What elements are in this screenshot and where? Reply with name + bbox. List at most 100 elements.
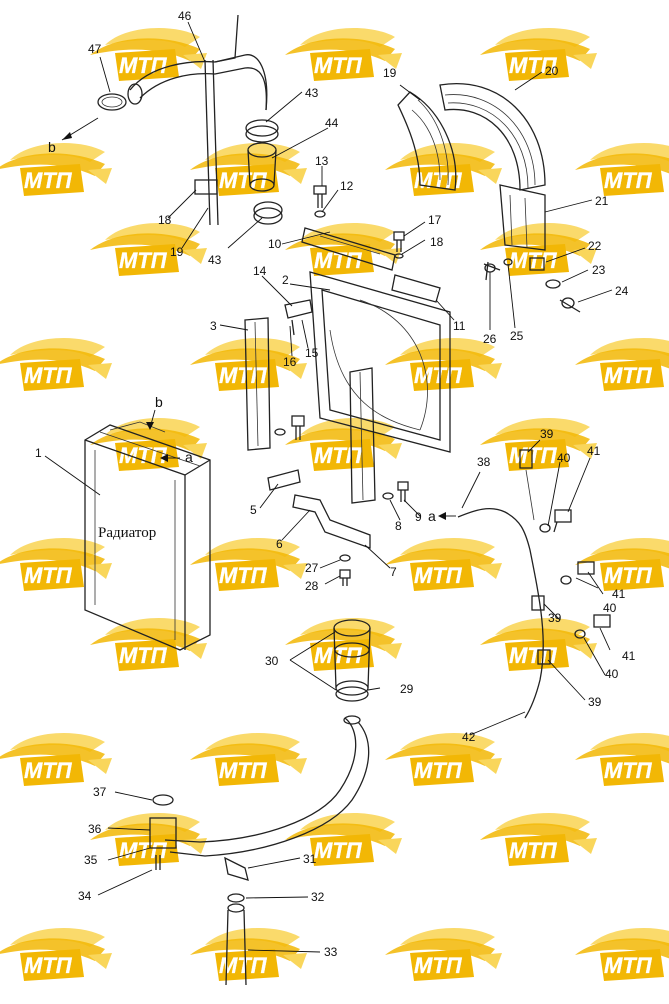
ref-arrows	[61, 117, 456, 520]
callout-numbers: 46 47 43 44 13 12 18 19 43 10 17 18 11 1…	[35, 9, 636, 959]
callout-16: 16	[283, 355, 297, 369]
watermark-text: МТП	[219, 758, 268, 783]
lower-pipe	[149, 715, 370, 881]
callout-43: 43	[305, 86, 319, 100]
callout-27: 27	[305, 561, 319, 575]
bracket-6	[292, 494, 371, 549]
callout-41: 41	[612, 587, 626, 601]
callout-39: 39	[540, 427, 554, 441]
callout-33: 33	[324, 945, 338, 959]
callout-17: 17	[428, 213, 442, 227]
callout-40: 40	[603, 601, 617, 615]
hose-support-rod	[194, 59, 219, 226]
ref-letter-b: b	[48, 139, 56, 155]
leader-lines	[44, 21, 613, 953]
callout-26: 26	[483, 332, 497, 346]
watermark-text: МТП	[604, 953, 653, 978]
callout-28: 28	[305, 579, 319, 593]
callout-20: 20	[545, 64, 559, 78]
callout-19: 19	[383, 66, 397, 80]
callout-34: 34	[78, 889, 92, 903]
drain-tube-33	[225, 893, 247, 986]
callout-37: 37	[93, 785, 107, 799]
callout-46: 46	[178, 9, 192, 23]
watermark-text: МТП	[219, 563, 268, 588]
callout-44: 44	[325, 116, 339, 130]
tube-42	[457, 449, 551, 719]
callout-42: 42	[462, 730, 476, 744]
watermark-text: МТП	[509, 53, 558, 78]
radiator-1	[84, 421, 211, 651]
bolt-13	[313, 185, 327, 218]
watermark-text: МТП	[314, 248, 363, 273]
callout-36: 36	[88, 822, 102, 836]
watermark-text: МТП	[509, 838, 558, 863]
watermark-text: МТП	[509, 443, 558, 468]
watermark-text: МТП	[119, 53, 168, 78]
watermark-text: МТП	[604, 168, 653, 193]
callout-29: 29	[400, 682, 414, 696]
callout-1: 1	[35, 446, 42, 460]
bolt-8-9	[382, 481, 409, 502]
callout-6: 6	[276, 537, 283, 551]
watermark-text: МТП	[119, 443, 168, 468]
hose-29	[333, 619, 371, 702]
callout-39: 39	[548, 611, 562, 625]
bracket-14	[284, 299, 313, 336]
callout-41: 41	[587, 444, 601, 458]
fan-guard-20	[439, 83, 546, 191]
callout-5: 5	[250, 503, 257, 517]
callout-47: 47	[88, 42, 102, 56]
fan-guard-19	[397, 91, 457, 191]
callout-35: 35	[84, 853, 98, 867]
watermark-text: МТП	[314, 838, 363, 863]
callout-31: 31	[303, 852, 317, 866]
callout-18: 18	[158, 213, 172, 227]
ref-letter-b: b	[155, 394, 163, 410]
watermark-text: МТП	[219, 168, 268, 193]
callout-32: 32	[311, 890, 325, 904]
callout-14: 14	[253, 264, 267, 278]
callout-39: 39	[588, 695, 602, 709]
callout-38: 38	[477, 455, 491, 469]
watermark-text: МТП	[24, 953, 73, 978]
callout-15: 15	[305, 346, 319, 360]
watermark-text: МТП	[414, 563, 463, 588]
watermark-text: МТП	[604, 563, 653, 588]
callout-7: 7	[390, 565, 397, 579]
ref-letter-a: a	[428, 508, 436, 524]
watermark-text: МТП	[119, 643, 168, 668]
bolt-washer-mid	[274, 415, 305, 440]
callout-11: 11	[453, 319, 466, 333]
watermark-text: МТП	[414, 758, 463, 783]
hose-clamp-47	[97, 93, 127, 111]
fasteners-22-26	[483, 257, 581, 313]
callout-8: 8	[395, 519, 402, 533]
hose-clamps-43	[245, 119, 283, 225]
watermark-text: МТП	[604, 758, 653, 783]
watermark-text: МТП	[414, 953, 463, 978]
callout-43: 43	[208, 253, 222, 267]
watermark-text: МТП	[24, 563, 73, 588]
watermark-text: МТП	[314, 443, 363, 468]
callout-41: 41	[622, 649, 636, 663]
callout-23: 23	[592, 263, 606, 277]
bracket-5	[267, 469, 301, 491]
watermark-text: МТП	[219, 363, 268, 388]
callout-21: 21	[595, 194, 609, 208]
upper-hose	[127, 14, 268, 111]
watermark-text: МТП	[24, 758, 73, 783]
watermark-text: МТП	[24, 168, 73, 193]
callout-19: 19	[170, 245, 184, 259]
watermark-text: МТП	[414, 363, 463, 388]
bolt-27-28	[339, 554, 351, 586]
callout-2: 2	[282, 273, 289, 287]
callout-12: 12	[340, 179, 354, 193]
fan-guard-21	[499, 184, 546, 251]
watermark-text: МТП	[119, 248, 168, 273]
watermark-text: МТП	[314, 643, 363, 668]
callout-10: 10	[268, 237, 282, 251]
parts-drawing: Радиатор b b a a 46 47 43 44 13 12 18 19…	[35, 9, 636, 986]
watermark-text: МТП	[604, 363, 653, 388]
